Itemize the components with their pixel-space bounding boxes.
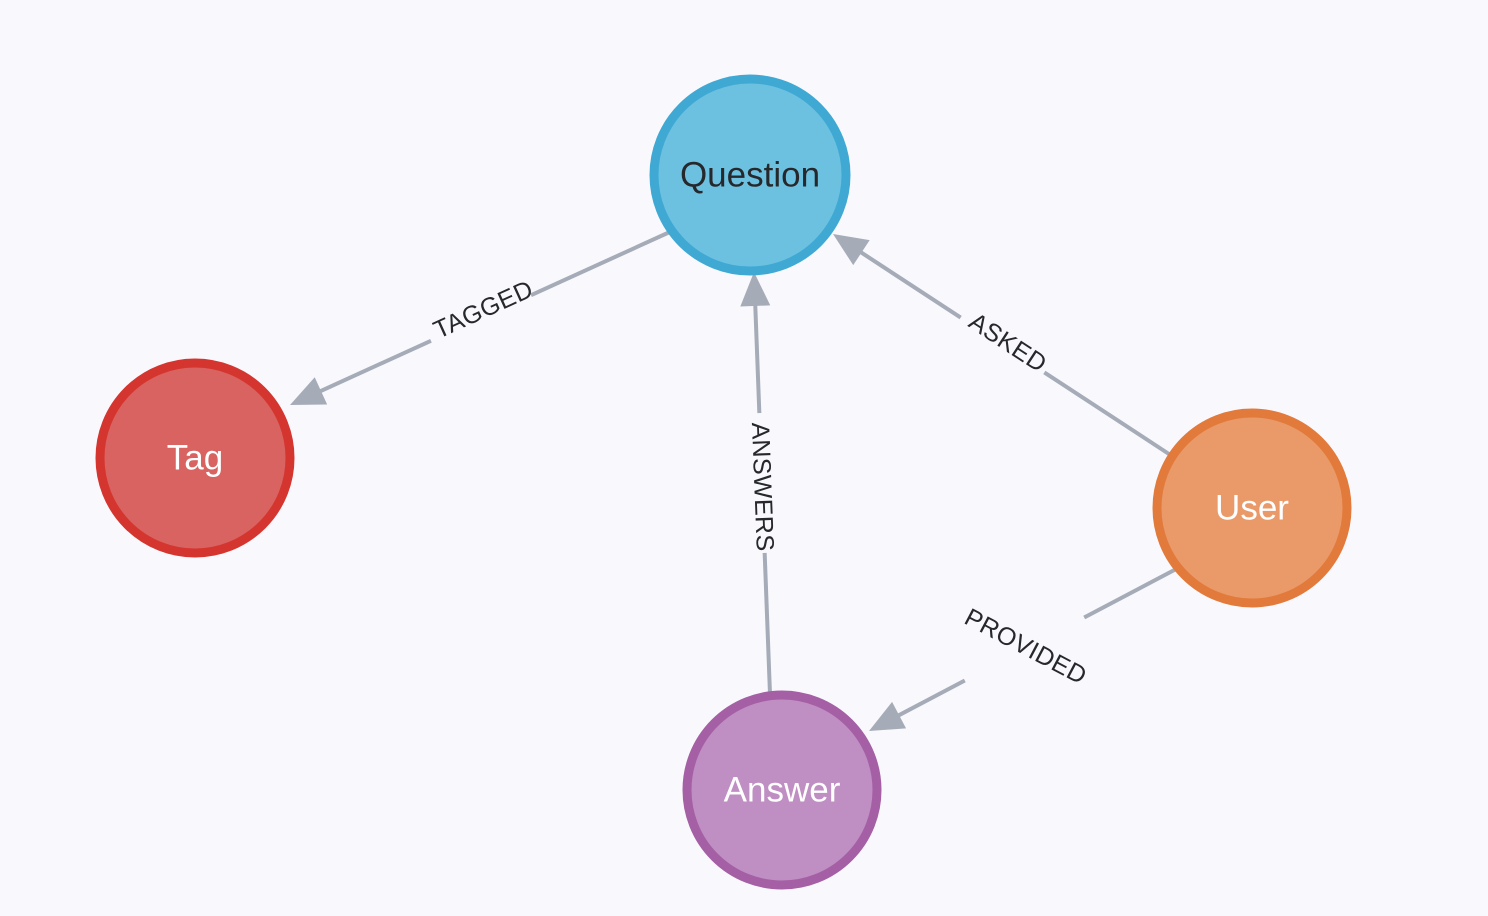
edge-label-provided: PROVIDED: [960, 603, 1091, 690]
edge-answers[interactable]: ANSWERS: [740, 272, 779, 695]
edge-label-tagged: TAGGED: [429, 275, 537, 344]
edge-line-answers: [762, 552, 772, 695]
arrowhead-icon-provided: [869, 701, 907, 731]
edge-label-asked: ASKED: [964, 307, 1052, 378]
arrowhead-icon-tagged: [290, 377, 328, 405]
edge-asked[interactable]: ASKED: [833, 234, 1174, 458]
arrowhead-icon-answers: [740, 272, 771, 307]
edge-tagged[interactable]: TAGGED: [290, 229, 673, 405]
edge-line-asked-b: [855, 247, 962, 320]
node-user[interactable]: User: [1152, 408, 1352, 608]
edge-line-provided-b: [892, 678, 966, 720]
edge-line-tagged-b: [314, 338, 432, 396]
node-tag[interactable]: Tag: [95, 358, 295, 558]
node-answer[interactable]: Answer: [682, 690, 882, 890]
edge-label-answers: ANSWERS: [746, 422, 779, 552]
node-circle-question[interactable]: [649, 74, 851, 276]
node-question[interactable]: Question: [649, 74, 851, 276]
node-circle-tag[interactable]: [95, 358, 295, 558]
node-label-user: User: [1215, 488, 1289, 527]
edge-line-asked: [1043, 370, 1174, 458]
edges-layer: TAGGED ASKED ANSWERS PROVIDED: [290, 229, 1181, 731]
arrowhead-icon-asked: [833, 234, 870, 266]
edge-line-provided: [1083, 565, 1181, 620]
node-label-question: Question: [680, 155, 820, 194]
node-label-tag: Tag: [167, 438, 223, 477]
node-label-answer: Answer: [724, 770, 841, 809]
node-circle-answer[interactable]: [682, 690, 882, 890]
edge-line-tagged: [530, 229, 673, 298]
edge-provided[interactable]: PROVIDED: [869, 565, 1181, 731]
node-circle-user[interactable]: [1152, 408, 1352, 608]
edge-line-answers-b: [753, 299, 762, 414]
